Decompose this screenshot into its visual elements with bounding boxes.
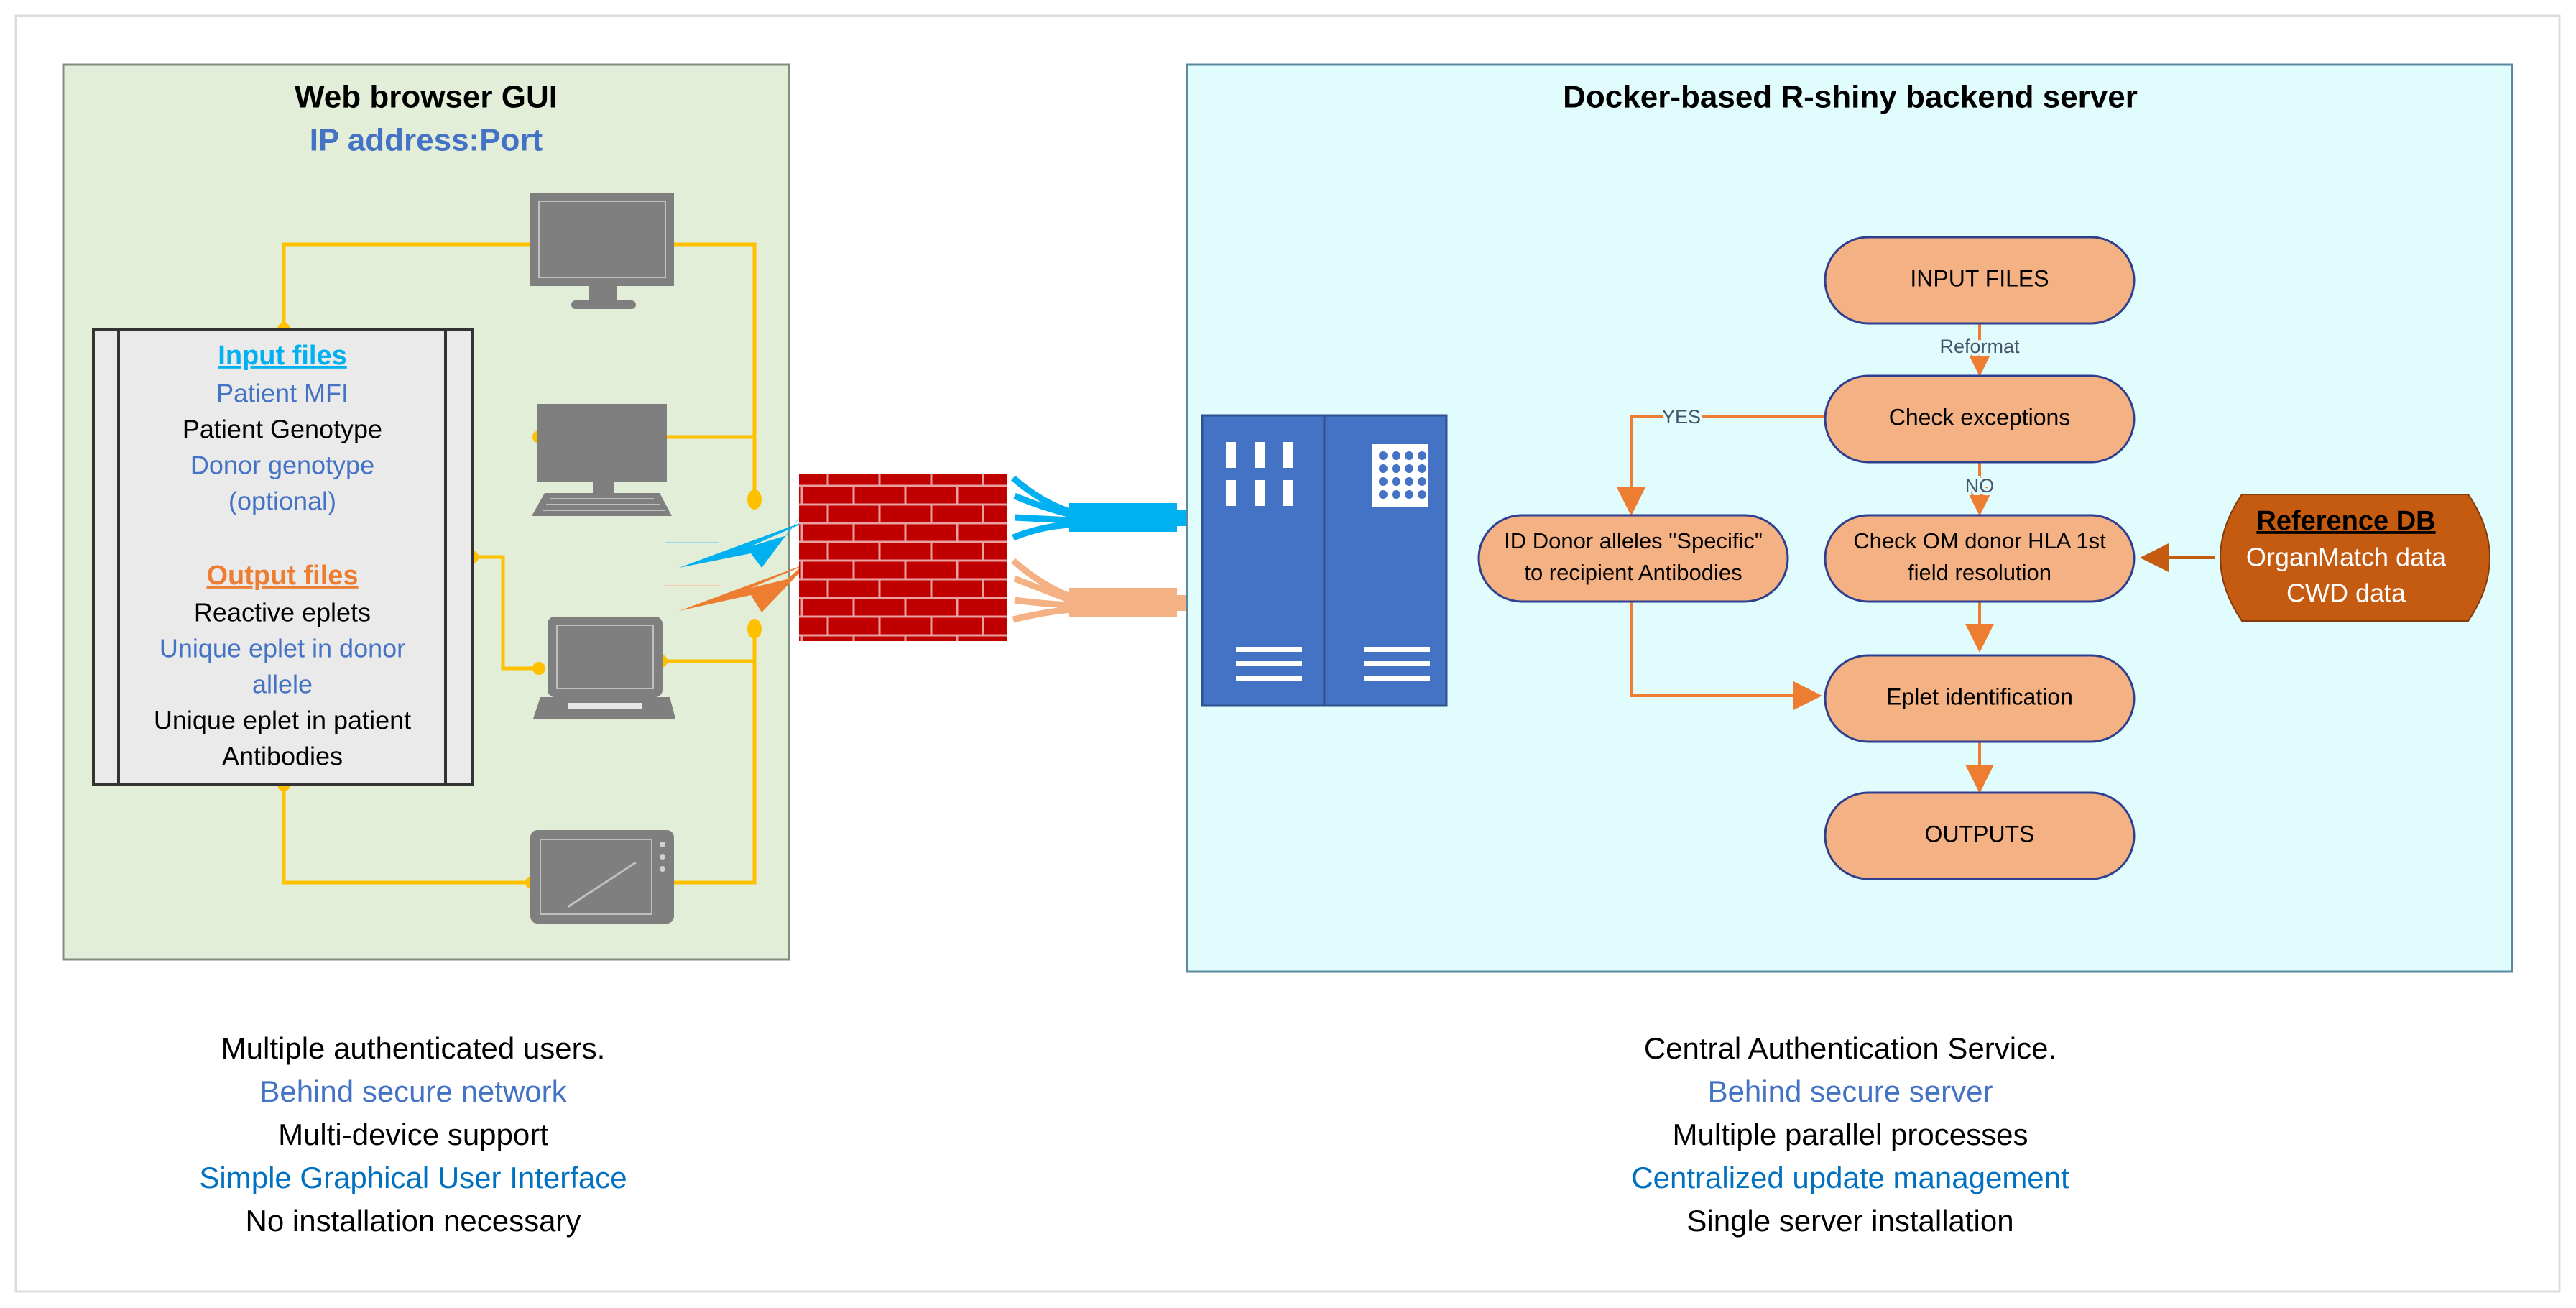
svg-text:INPUT FILES: INPUT FILES <box>1910 265 2049 291</box>
server-feature-list: Central Authentication Service. Behind se… <box>1631 1031 2069 1238</box>
outer-frame <box>14 14 2561 1293</box>
reference-db-title: Reference DB <box>2256 506 2435 536</box>
firewall-icon <box>799 474 1007 641</box>
desktop-computer-icon <box>532 404 672 516</box>
flow-node-input-files: INPUT FILES <box>1824 236 2136 325</box>
svg-text:OUTPUTS: OUTPUTS <box>1925 821 2035 847</box>
network-cable-icon <box>1011 475 1188 623</box>
svg-text:Eplet identification: Eplet identification <box>1886 683 2073 709</box>
svg-text:Check exceptions: Check exceptions <box>1889 404 2071 430</box>
output-file-item-4: Unique eplet in patient <box>154 706 411 735</box>
flow-node-check-exceptions: Check exceptions <box>1824 374 2136 464</box>
lightning-icon <box>665 510 826 612</box>
yes-label: YES <box>1662 406 1701 428</box>
flow-node-eplet-identification: Eplet identification <box>1824 654 2136 743</box>
app-files-box <box>92 328 474 786</box>
server-feature-4: Centralized update management <box>1631 1161 2069 1194</box>
server-feature-3: Multiple parallel processes <box>1673 1118 2028 1151</box>
flow-node-id-donor-alleles: ID Donor alleles "Specific" to recipient… <box>1477 514 1789 603</box>
svg-text:Check OM donor HLA 1st: Check OM donor HLA 1st <box>1853 528 2106 553</box>
gui-panel-subtitle: IP address:Port <box>310 123 543 158</box>
gui-panel-title: Web browser GUI <box>295 80 558 115</box>
gui-feature-5: No installation necessary <box>246 1204 581 1238</box>
flow-node-outputs: OUTPUTS <box>1824 791 2136 880</box>
no-label: NO <box>1965 475 1995 497</box>
server-feature-1: Central Authentication Service. <box>1644 1031 2056 1065</box>
input-file-item-4: (optional) <box>228 487 336 516</box>
input-files-heading[interactable]: Input files <box>218 341 346 371</box>
flow-node-check-om-donor: Check OM donor HLA 1st field resolution <box>1824 514 2136 603</box>
tablet-icon <box>530 830 674 924</box>
input-file-item-2: Patient Genotype <box>183 415 382 444</box>
output-file-item-1: Reactive eplets <box>194 598 371 627</box>
server-feature-2: Behind secure server <box>1708 1074 1993 1108</box>
gui-feature-1: Multiple authenticated users. <box>221 1031 606 1065</box>
gui-feature-list: Multiple authenticated users. Behind secu… <box>199 1031 627 1238</box>
server-rack-icon <box>1201 414 1448 707</box>
input-file-item-3: Donor genotype <box>190 451 374 480</box>
gui-feature-2: Behind secure network <box>259 1074 567 1108</box>
input-file-item-1: Patient MFI <box>216 379 348 408</box>
monitor-icon <box>530 193 674 309</box>
server-feature-5: Single server installation <box>1686 1204 2013 1238</box>
output-file-item-3: allele <box>252 670 313 699</box>
laptop-icon <box>533 617 675 719</box>
flow-connectors <box>1617 323 1994 793</box>
gui-feature-3: Multi-device support <box>278 1118 548 1151</box>
reference-db: Reference DB OrganMatch data CWD data <box>2220 494 2490 622</box>
svg-text:to recipient Antibodies: to recipient Antibodies <box>1524 560 1742 585</box>
gui-feature-4: Simple Graphical User Interface <box>199 1161 627 1194</box>
output-file-item-2: Unique eplet in donor <box>160 634 405 663</box>
output-files-heading[interactable]: Output files <box>206 561 358 591</box>
server-panel-title: Docker-based R-shiny backend server <box>1563 80 2138 115</box>
output-file-item-5: Antibodies <box>222 742 343 771</box>
reference-db-line1: OrganMatch data <box>2246 543 2447 572</box>
reference-db-line2: CWD data <box>2286 579 2406 608</box>
device-wiring <box>282 242 757 885</box>
svg-text:ID Donor alleles "Specific": ID Donor alleles "Specific" <box>1504 528 1763 553</box>
reformat-label: Reformat <box>1939 336 2020 357</box>
svg-text:field resolution: field resolution <box>1908 560 2051 585</box>
